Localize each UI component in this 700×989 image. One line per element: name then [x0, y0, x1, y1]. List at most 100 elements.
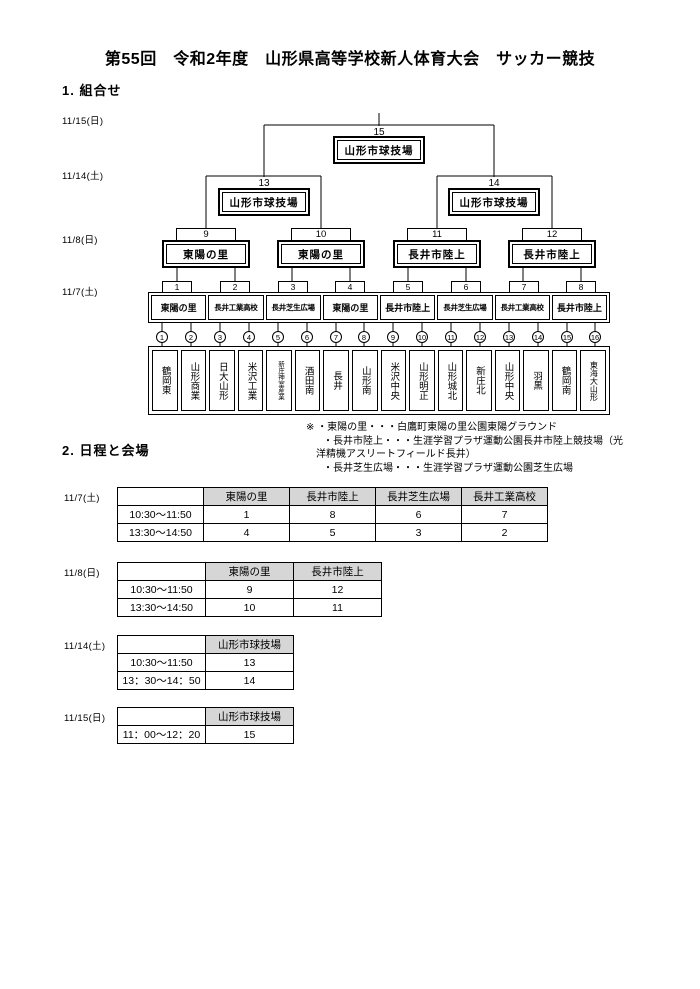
team-cell: 新庄神室産業: [266, 350, 292, 411]
team-cell: 羽黒: [523, 350, 549, 411]
semifinal2-venue-box: 山形市球技場: [448, 188, 540, 216]
venue-notes: ※ ・東陽の里・・・白鷹町東陽の里公園東陽グラウンド ・長井市陸上・・・生涯学習…: [306, 421, 676, 475]
venue-header: 長井工業高校: [461, 487, 548, 506]
semifinal2-venue-label: 山形市球技場: [452, 192, 536, 212]
team-name: 新庄北: [473, 366, 485, 395]
schedule-date-label: 11/8(日): [64, 568, 100, 579]
quarterfinal4-venue-label: 長井市陸上: [512, 244, 592, 264]
bracket-date-final: 11/15(日): [62, 116, 104, 127]
team-seed-circle: 1: [156, 331, 168, 343]
match-cell: 2: [461, 523, 548, 542]
team-name: 酒田南: [302, 366, 314, 395]
venue-header: 山形市球技場: [205, 635, 294, 654]
team-name: 山形商業: [188, 361, 200, 400]
semifinal1-venue-box: 山形市球技場: [218, 188, 310, 216]
round1-venue-cell: 東陽の里: [151, 295, 207, 320]
section1-heading: 1. 組合せ: [62, 83, 122, 98]
team-name: 長井: [331, 371, 343, 390]
table-row: 10:30～11:50 13: [117, 653, 294, 672]
table-row: 13:30～14:50 4 5 3 2: [117, 523, 548, 542]
corner-cell: [117, 487, 204, 506]
match-cell: 3: [375, 523, 462, 542]
schedule-table-11-14: 山形市球技場 10:30～11:50 13 13：30～14：50 14: [117, 635, 294, 690]
match-cell: 11: [293, 598, 382, 617]
venue-header: 長井市陸上: [289, 487, 376, 506]
note-line: ・長井市陸上・・・生涯学習プラザ運動公園長井市陸上競技場（光: [323, 435, 623, 447]
time-slot: 13：30～14：50: [117, 671, 206, 690]
round1-venue-cell: 長井市陸上: [380, 295, 436, 320]
team-cell: 山形明正: [409, 350, 435, 411]
team-seed-circle: 11: [445, 331, 457, 343]
corner-cell: [117, 707, 206, 726]
bracket-date-round1: 11/7(土): [62, 287, 98, 298]
venue-header: 山形市球技場: [205, 707, 294, 726]
team-seed-circle: 15: [561, 331, 573, 343]
team-cell: 新庄北: [466, 350, 492, 411]
match-number-13: 13: [258, 178, 270, 189]
team-name: 山形南: [359, 366, 371, 395]
team-seed-circle: 12: [474, 331, 486, 343]
table-row: 10:30～11:50 9 12: [117, 580, 382, 599]
round1-venue-cell: 長井市陸上: [551, 295, 607, 320]
bracket-date-quarterfinal: 11/8(日): [62, 235, 98, 246]
table-row: 11：00～12：20 15: [117, 725, 294, 744]
corner-cell: [117, 635, 206, 654]
team-cell: 米沢中央: [380, 350, 407, 411]
venue-header: 東陽の里: [203, 487, 290, 506]
corner-cell: [117, 562, 206, 581]
team-cell: 山形商業: [180, 350, 207, 411]
quarterfinal1-venue-label: 東陽の里: [166, 244, 246, 264]
team-cell: 山形南: [351, 350, 378, 411]
match-cell: 13: [205, 653, 294, 672]
team-seed-circle: 14: [532, 331, 544, 343]
team-seed-circle: 9: [387, 331, 399, 343]
match-cell: 4: [203, 523, 290, 542]
time-slot: 10:30～11:50: [117, 505, 204, 524]
match-cell: 8: [289, 505, 376, 524]
time-slot: 13:30～14:50: [117, 523, 204, 542]
team-cell: 山形中央: [494, 350, 521, 411]
section2-heading: 2. 日程と会場: [62, 443, 150, 458]
match-cell: 7: [461, 505, 548, 524]
quarterfinal3-venue-box: 長井市陸上: [393, 240, 481, 268]
document-title: 第55回 令和2年度 山形県高等学校新人体育大会 サッカー競技: [104, 51, 596, 68]
schedule-table-11-15: 山形市球技場 11：00～12：20 15: [117, 707, 294, 744]
schedule-date-label: 11/14(土): [64, 641, 106, 652]
team-seed-circle: 7: [330, 331, 342, 343]
team-name: 日大山形: [216, 361, 228, 400]
schedule-date-label: 11/15(日): [64, 713, 106, 724]
team-seed-circle: 2: [185, 331, 197, 343]
team-name: 米沢工業: [245, 361, 257, 400]
team-name: 米沢中央: [388, 361, 400, 400]
time-slot: 13:30～14:50: [117, 598, 206, 617]
team-name: 羽黒: [531, 371, 543, 390]
team-seed-circle: 16: [589, 331, 601, 343]
final-venue-label: 山形市球技場: [337, 140, 421, 160]
table-row: 13：30～14：50 14: [117, 671, 294, 690]
team-cell: 山形城北: [437, 350, 464, 411]
team-name: 新庄神室産業: [276, 361, 284, 400]
team-name: 鶴岡南: [559, 366, 571, 395]
team-seed-circle: 6: [301, 331, 313, 343]
note-line: 洋精機アスリートフィールド長井）: [316, 449, 476, 460]
match-cell: 6: [375, 505, 462, 524]
team-cell: 米沢工業: [237, 350, 264, 411]
team-seed-circle: 5: [272, 331, 284, 343]
team-cell: 鶴岡南: [551, 350, 578, 411]
match-cell: 12: [293, 580, 382, 599]
team-name-row: 鶴岡東 山形商業 日大山形 米沢工業 新庄神室産業 酒田南 長井 山形南 米沢中…: [148, 346, 610, 415]
match-cell: 10: [205, 598, 294, 617]
team-name: 鶴岡東: [159, 366, 171, 395]
quarterfinal2-venue-label: 東陽の里: [281, 244, 361, 264]
final-venue-box: 山形市球技場: [333, 136, 425, 164]
match-cell: 1: [203, 505, 290, 524]
bracket-connector-lines: [161, 113, 596, 348]
quarterfinal4-venue-box: 長井市陸上: [508, 240, 596, 268]
round1-venue-cell: 長井芝生広場: [437, 295, 493, 320]
match-cell: 5: [289, 523, 376, 542]
time-slot: 10:30～11:50: [117, 580, 206, 599]
team-cell: 東海大山形: [580, 350, 606, 411]
table-row: 13:30～14:50 10 11: [117, 598, 382, 617]
venue-header: 長井芝生広場: [375, 487, 462, 506]
match-number-14: 14: [488, 178, 500, 189]
